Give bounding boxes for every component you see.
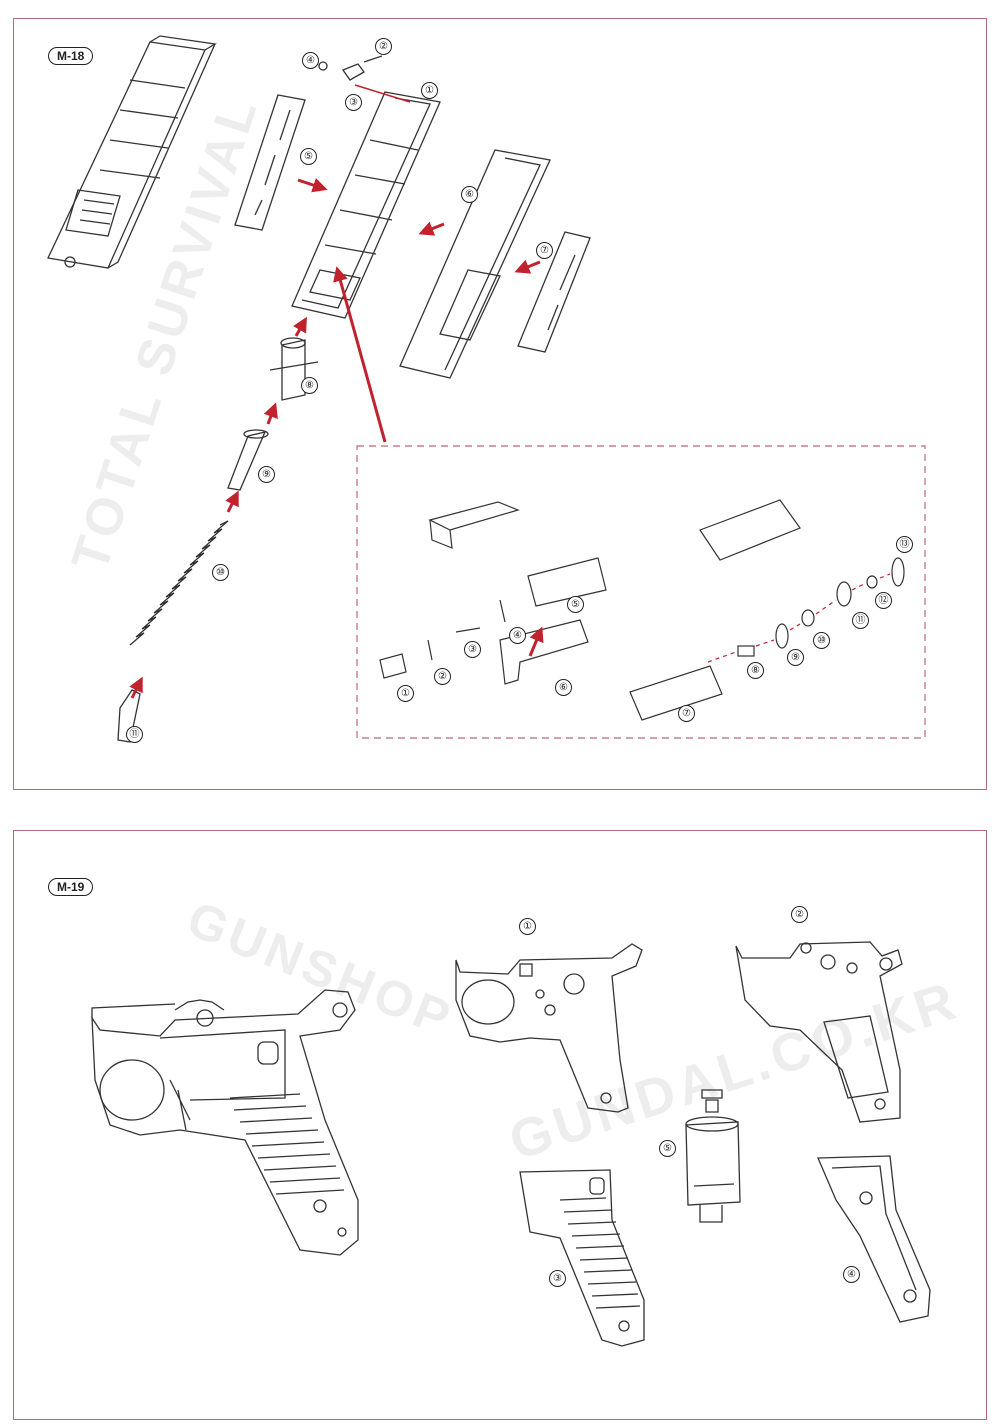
part3-left-grip-drawing [519, 1169, 645, 1347]
inset-callout-7: ⑦ [678, 705, 695, 722]
m18-callout-5: ⑤ [300, 148, 317, 165]
leader-to-inset [333, 266, 387, 443]
main-gearbox-shell-drawing [291, 91, 441, 319]
part10-spring-drawing [129, 520, 229, 646]
inset-callout-3: ③ [464, 641, 481, 658]
assembled-gearbox-drawing [47, 35, 217, 269]
m19-callout-3: ③ [549, 1270, 566, 1287]
part4-right-grip-drawing [817, 1155, 931, 1323]
part9-spring-guide-drawing [227, 429, 269, 491]
m19-callout-5: ⑤ [659, 1140, 676, 1157]
inset-callout-13: ⑬ [896, 536, 913, 553]
part7-plate-drawing [517, 231, 591, 353]
arrow-part8 [293, 316, 307, 337]
inset-callout-6: ⑥ [555, 679, 572, 696]
m18-callout-8: ⑧ [301, 377, 318, 394]
m18-callout-3: ③ [345, 94, 362, 111]
m18-callout-7: ⑦ [536, 242, 553, 259]
small-parts-top-drawing [318, 55, 383, 81]
part1-left-frame-drawing [455, 943, 643, 1113]
figure-tag-m19: M-19 [48, 878, 94, 896]
m18-callout-1: ① [421, 82, 438, 99]
m18-callout-9: ⑨ [258, 466, 275, 483]
arrow-part11 [129, 676, 143, 699]
m18-callout-10: ⑩ [212, 564, 229, 581]
inset-callout-11: ⑪ [852, 612, 869, 629]
part2-right-frame-drawing [735, 941, 903, 1123]
m18-callout-2: ② [375, 38, 392, 55]
panel-m19 [13, 830, 987, 1420]
assembled-grip-frame-drawing [91, 989, 359, 1256]
m19-callout-1: ① [519, 918, 536, 935]
arrow-part6 [418, 221, 445, 236]
part6-cover-drawing [399, 149, 551, 379]
arrow-part2-thin [354, 84, 411, 103]
part8-cylinder-head-drawing [269, 337, 319, 401]
inset-callout-1: ① [397, 685, 414, 702]
inset-dashed-box [356, 445, 926, 739]
part5-motor-drawing [685, 1089, 741, 1223]
m18-callout-4: ④ [302, 52, 319, 69]
arrow-part9 [263, 402, 278, 425]
m19-callout-2: ② [791, 906, 808, 923]
figure-tag-m18: M-18 [48, 47, 94, 65]
inset-callout-2: ② [434, 668, 451, 685]
inset-callout-10: ⑩ [813, 632, 830, 649]
arrow-part10 [225, 490, 239, 513]
part5-plate-drawing [234, 94, 306, 231]
inset-callout-9: ⑨ [787, 649, 804, 666]
arrow-part7 [514, 259, 541, 274]
m18-callout-11: ⑪ [126, 726, 143, 743]
inset-callout-8: ⑧ [747, 662, 764, 679]
arrow-part5 [297, 178, 328, 193]
arrow-inset-part6 [528, 626, 544, 657]
inset-callout-4: ④ [509, 627, 526, 644]
m18-callout-6: ⑥ [461, 186, 478, 203]
m19-callout-4: ④ [843, 1266, 860, 1283]
inset-callout-5: ⑤ [567, 596, 584, 613]
panel-m18 [13, 18, 987, 790]
inset-callout-12: ⑫ [875, 592, 892, 609]
